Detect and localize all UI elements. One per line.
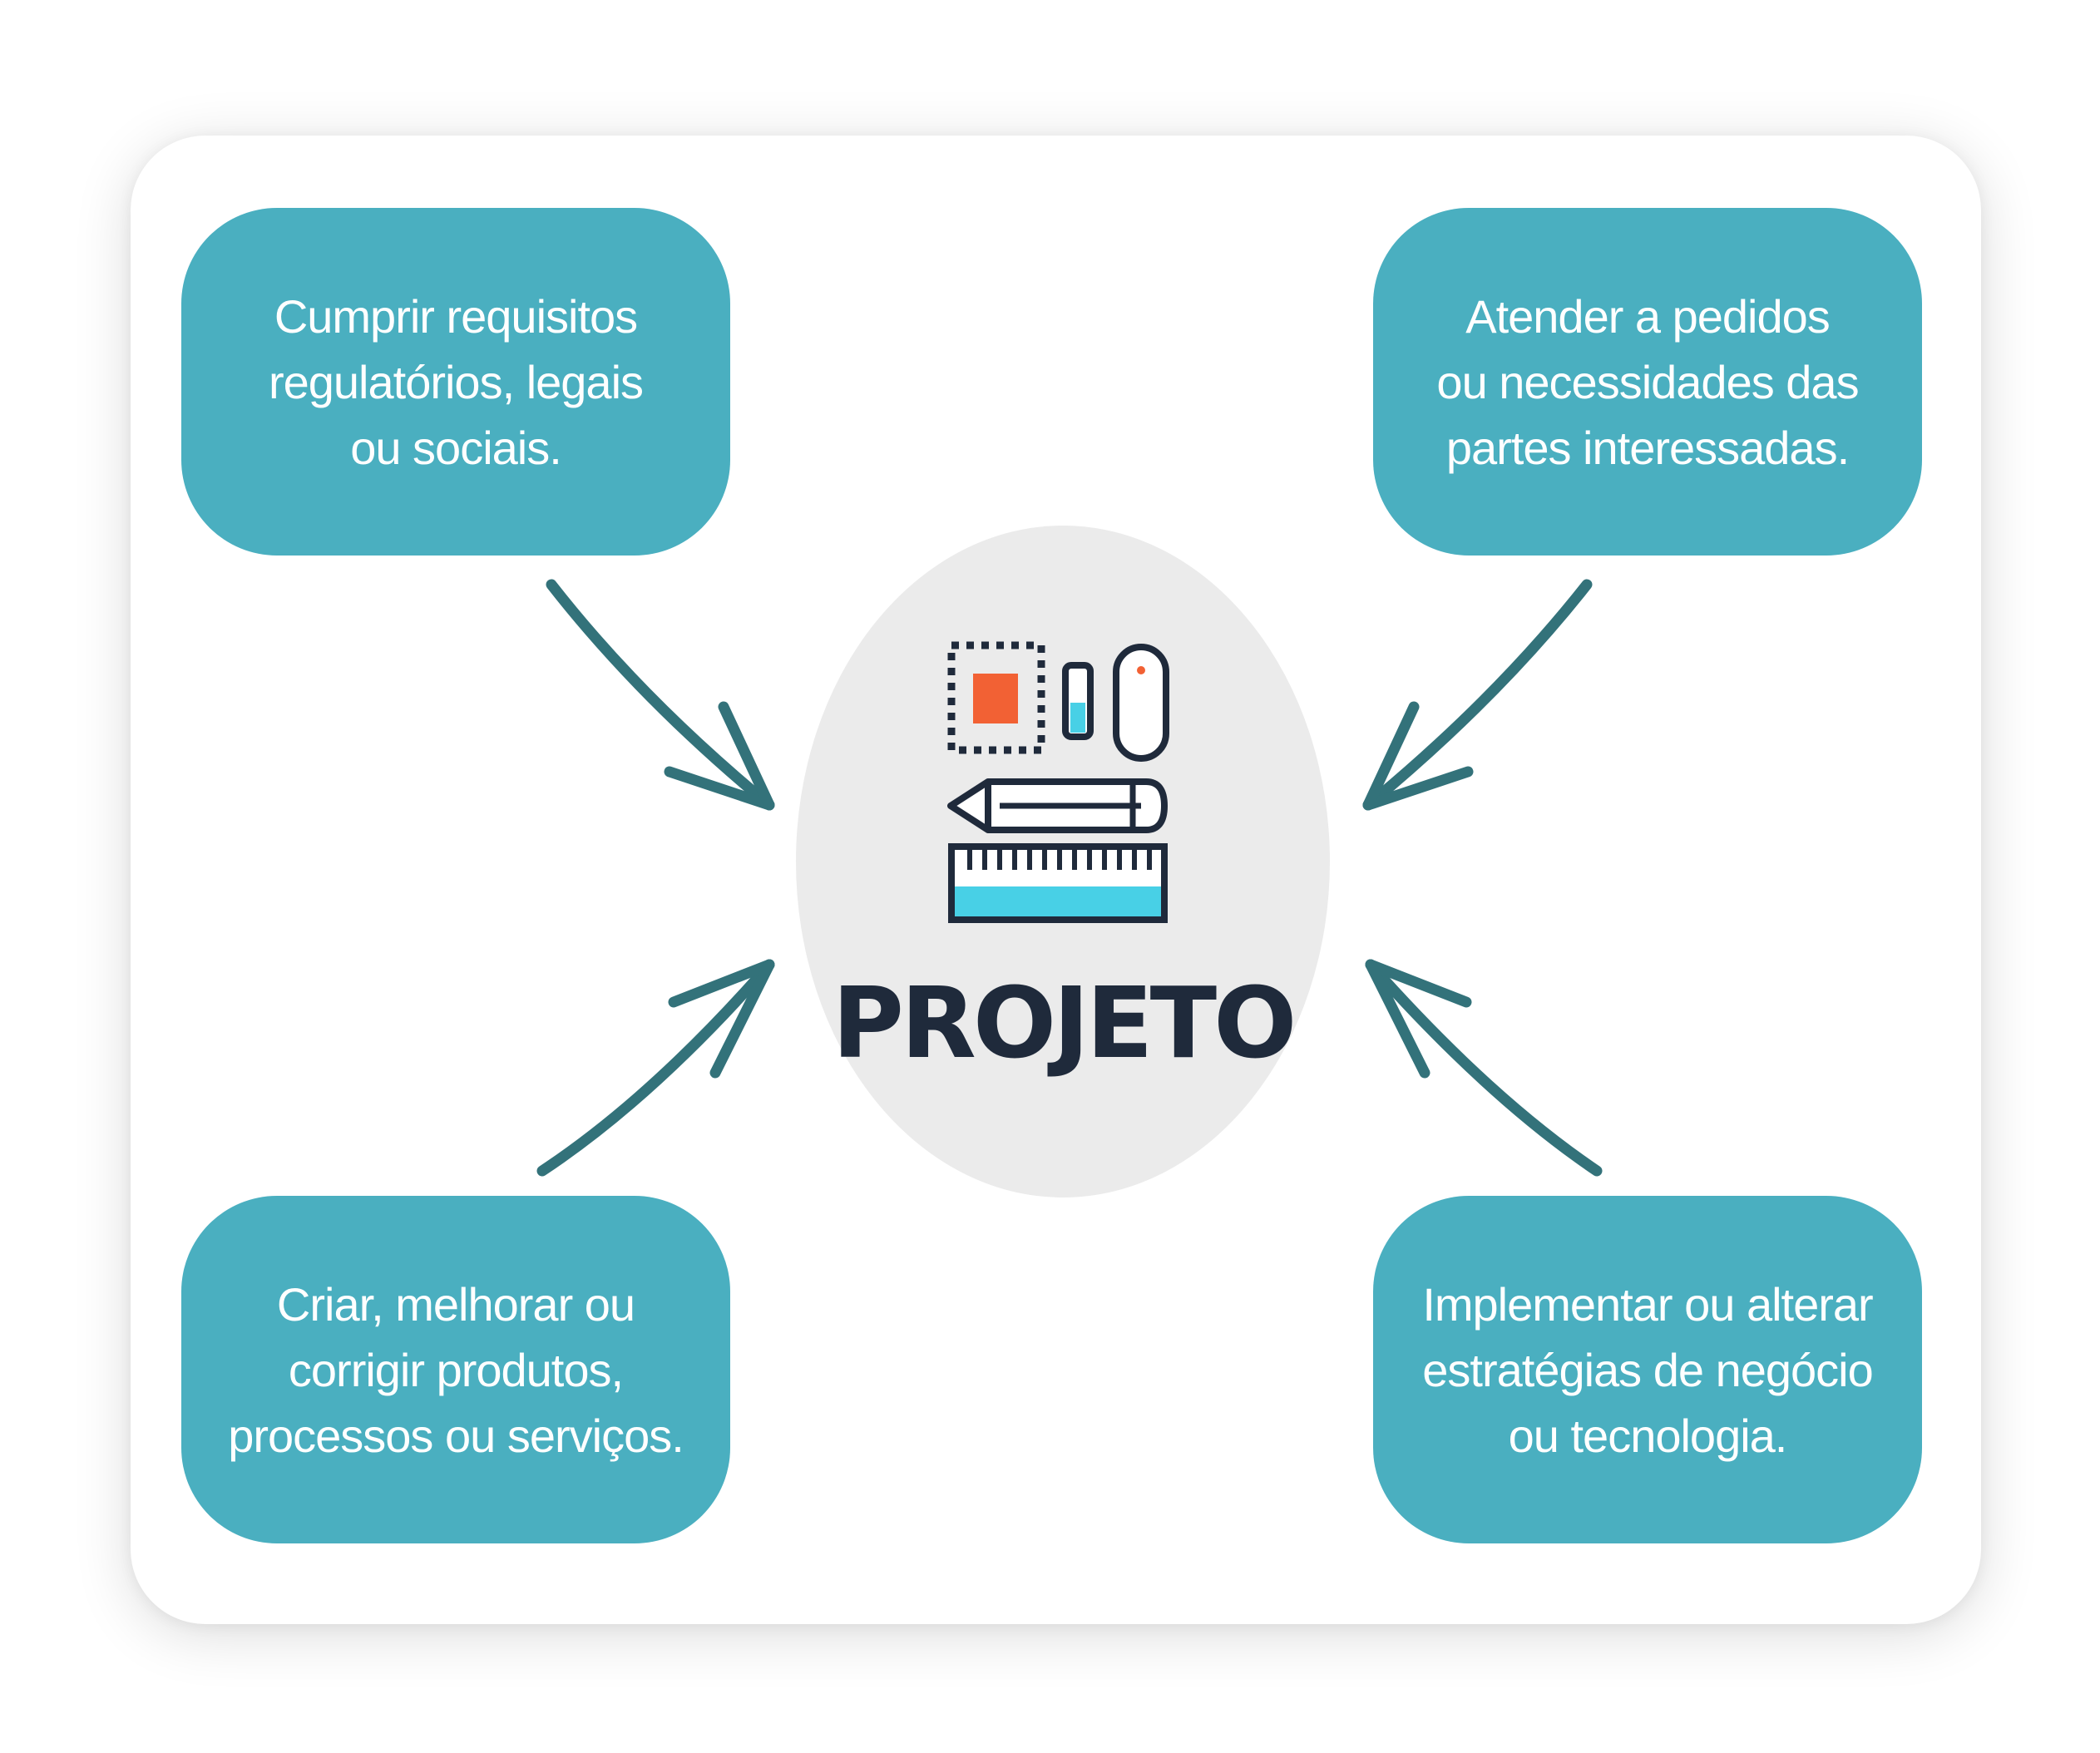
reason-box-regulatory: Cumprir requisitos regulatórios, legais … <box>181 208 730 556</box>
battery-icon <box>1062 662 1094 740</box>
reason-box-products: Criar, melhorar ou corrigir produtos, pr… <box>181 1196 730 1543</box>
arrow-bottom-right <box>1365 959 1603 1177</box>
pencil-icon <box>947 778 1168 833</box>
project-title: PROJETO <box>832 965 1297 1080</box>
arrow-top-right <box>1362 579 1593 811</box>
mouse-icon <box>1113 644 1169 762</box>
reason-text-products: Criar, melhorar ou corrigir produtos, pr… <box>228 1277 684 1462</box>
chip-icon <box>947 641 1045 754</box>
reason-text-strategy: Implementar ou alterar estratégias de ne… <box>1422 1277 1873 1462</box>
arrow-bottom-left <box>536 959 775 1177</box>
reason-box-stakeholders: Atender a pedidos ou necessidades das pa… <box>1373 208 1922 556</box>
reason-text-stakeholders: Atender a pedidos ou necessidades das pa… <box>1436 289 1859 474</box>
ruler-icon <box>948 843 1168 923</box>
arrow-top-left <box>546 579 775 811</box>
reason-box-strategy: Implementar ou alterar estratégias de ne… <box>1373 1196 1922 1543</box>
reason-text-regulatory: Cumprir requisitos regulatórios, legais … <box>268 289 644 474</box>
